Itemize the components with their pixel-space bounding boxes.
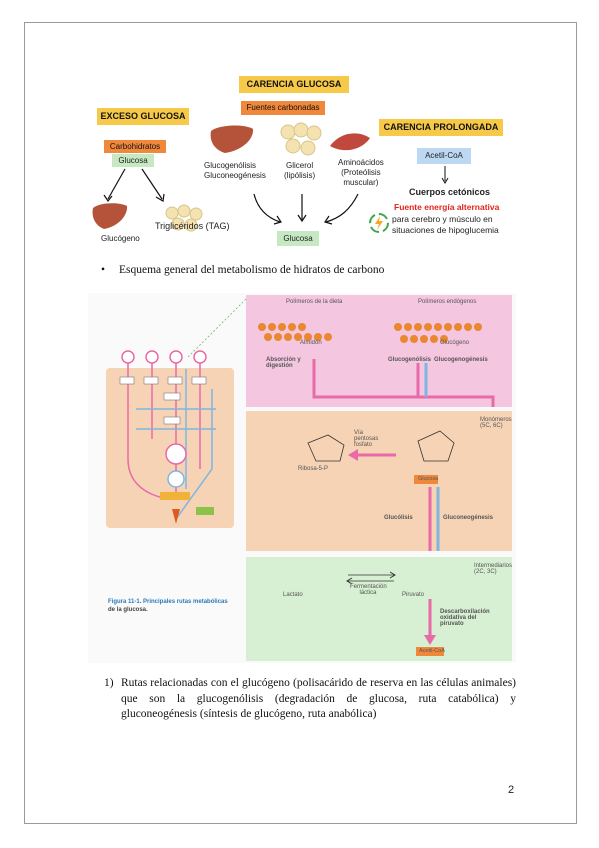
carbohidratos-label: Carbohidratos — [104, 140, 166, 153]
polymer-chains — [258, 323, 495, 407]
fuente-desc-line2: situaciones de hipoglucemia — [392, 225, 499, 235]
intermediates-panel — [246, 557, 512, 661]
glucogeno-fig-label: Glucógeno — [440, 340, 470, 346]
trigliceridos-label: Triglicéridos (TAG) — [155, 221, 230, 231]
glucogenolisis-label: Glucogenólisis Gluconeogénesis — [204, 161, 266, 181]
descarboxilacion-label: Descarboxilación oxidativa del piruvato — [440, 609, 490, 627]
piruvato-label: Piruvato — [402, 592, 425, 598]
acetil-arrow — [441, 166, 449, 184]
aminoacidos-label: Aminoácidos (Proteólisis muscular) — [338, 158, 384, 188]
bullet-text: Esquema general del metabolismo de hidra… — [119, 264, 385, 276]
fuente-alternativa-label: Fuente energía alternativa — [394, 202, 500, 212]
fat-cells-icon — [165, 204, 203, 232]
glucogeno-label: Glucógeno — [101, 234, 140, 243]
acetil-coa-label: Acetil-CoA — [417, 148, 471, 164]
energy-icon — [369, 213, 389, 233]
page-number: 2 — [508, 784, 515, 796]
glucosa-fig-label: Glucosa — [418, 476, 439, 482]
glucosa-result-label: Glucosa — [277, 231, 319, 246]
fuentes-carbonadas-label: Fuentes carbonadas — [241, 101, 325, 115]
intermediarios-label: Intermediarios (2C, 3C) — [474, 563, 513, 575]
liver-icon — [92, 203, 128, 229]
ribosa-label: Ribosa-5-P — [298, 466, 329, 472]
fuente-desc-line1: para cerebro y músculo en — [392, 214, 493, 224]
glucogenolisis-fig-label: Glucogenólisis — [388, 357, 432, 363]
caption-line2: de la glucosa. — [108, 607, 148, 613]
aminoacidos-line2: (Proteólisis — [341, 168, 381, 177]
fat-cells-center-icon — [280, 122, 322, 156]
polymers-panel — [246, 295, 512, 407]
fuente-descripcion: para cerebro y músculo en situaciones de… — [392, 214, 499, 236]
glucogenolisis-line1: Glucogenólisis — [204, 161, 257, 170]
paragraph-text: Rutas relacionadas con el glucógeno (pol… — [121, 677, 516, 720]
bullet-item: • Esquema general del metabolismo de hid… — [101, 264, 384, 276]
acetil-fig-label: Acetil-CoA — [419, 648, 445, 654]
exceso-arrows — [103, 168, 165, 203]
carencia-prolongada-title: CARENCIA PROLONGADA — [379, 119, 503, 136]
aminoacidos-line3: muscular) — [343, 178, 379, 187]
liver-center-icon — [210, 125, 254, 153]
absorcion-label: Absorción y digestión — [266, 357, 301, 369]
via-pentosas-label: Vía pentosas fosfato — [354, 430, 379, 448]
overview-map — [119, 350, 216, 524]
polimeros-dieta-label: Polímeros de la dieta — [286, 299, 343, 305]
glucogenolisis-line2: Gluconeogénesis — [204, 171, 266, 180]
glucogenogenesis-fig-label: Glucogenogénesis — [434, 357, 488, 363]
polimeros-endogenos-label: Polímeros endógenos — [418, 299, 477, 305]
monomers-panel — [246, 411, 512, 551]
bullet-dot-icon: • — [101, 264, 106, 276]
lactato-label: Lactato — [283, 592, 303, 598]
gluconeogenesis-fig-label: Gluconeogénesis — [443, 515, 494, 521]
glicerol-label: Glicerol (lipólisis) — [284, 161, 315, 181]
exceso-glucosa-title: EXCESO GLUCOSA — [97, 108, 189, 125]
glucolisis-label: Glucólisis — [384, 515, 413, 521]
figure-caption: Figura 11-1. Principales rutas metabólic… — [108, 598, 228, 614]
fermentacion-label: Fermentación láctica — [350, 584, 387, 596]
muscle-icon — [330, 133, 370, 151]
aminoacidos-line1: Aminoácidos — [338, 158, 384, 167]
carencia-glucosa-title: CARENCIA GLUCOSA — [239, 76, 349, 93]
glicerol-line2: (lipólisis) — [284, 171, 316, 180]
intermediate-structures — [346, 571, 444, 656]
carencia-arrows — [253, 193, 359, 225]
metabolism-figure: Figura 11-1. Principales rutas metabólic… — [88, 293, 516, 663]
almidon-label: Almidón — [300, 340, 322, 346]
monomer-structures — [307, 430, 455, 551]
monomeros-label: Monómeros (5C, 6C) — [480, 417, 512, 429]
numbered-paragraph: 1) Rutas relacionadas con el glucógeno (… — [104, 676, 516, 723]
cuerpos-cetonicos-label: Cuerpos cetónicos — [409, 187, 491, 197]
zoom-lines — [188, 298, 247, 358]
glicerol-line1: Glicerol — [286, 161, 314, 170]
paragraph-number: 1) — [104, 677, 114, 689]
glucosa-small-label: Glucosa — [112, 154, 154, 167]
caption-line1: Figura 11-1. Principales rutas metabólic… — [108, 599, 228, 605]
